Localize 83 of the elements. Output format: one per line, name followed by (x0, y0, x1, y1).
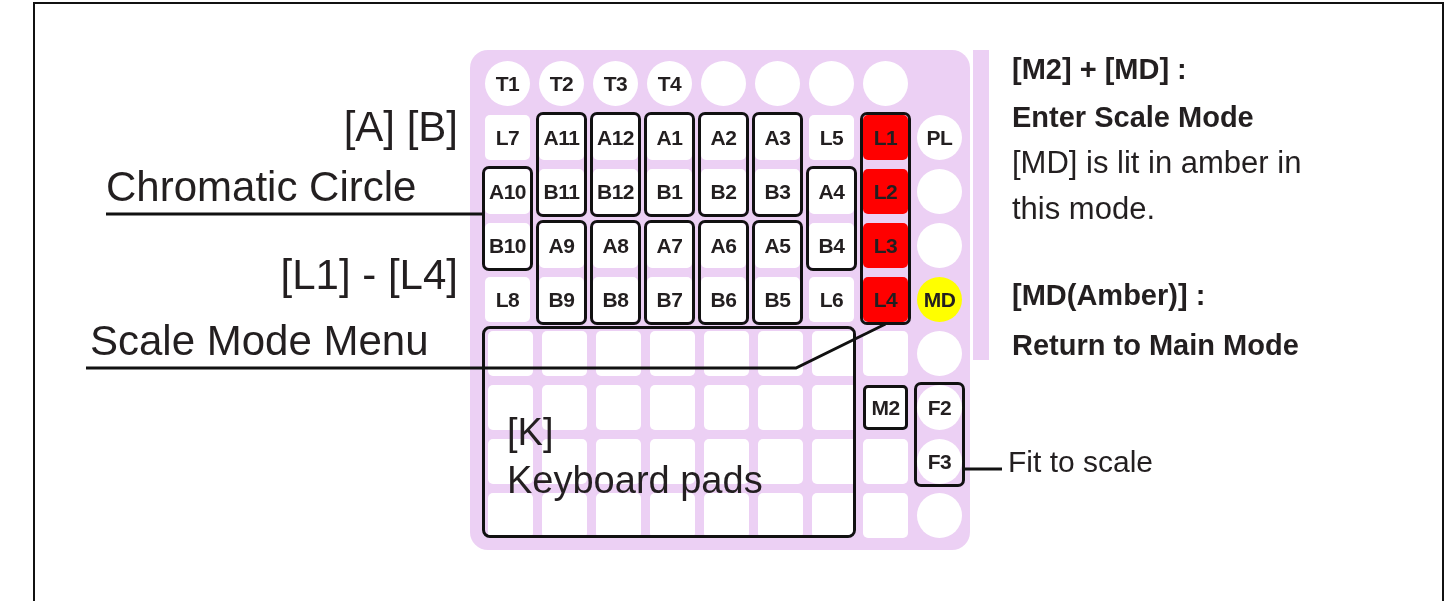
square-pad: M2 (863, 385, 908, 430)
square-pad: A5 (755, 223, 800, 268)
round-pad: MD (917, 277, 962, 322)
area-label: Keyboard pads (507, 461, 763, 499)
round-pad: F2 (917, 385, 962, 430)
group-outline (482, 166, 533, 271)
square-pad: B3 (755, 169, 800, 214)
square-pad: B10 (485, 223, 530, 268)
square-pad (863, 493, 908, 538)
group-outline (752, 112, 803, 217)
round-pad: T2 (539, 61, 584, 106)
leader-line (106, 212, 482, 216)
round-pad: PL (917, 115, 962, 160)
group-outline (536, 220, 587, 325)
square-pad: A1 (647, 115, 692, 160)
square-pad: A10 (485, 169, 530, 214)
square-pad: B12 (593, 169, 638, 214)
group-outline (590, 112, 641, 217)
square-pad: L1 (863, 115, 908, 160)
group-outline (644, 112, 695, 217)
callout-label: [A] [B] (343, 106, 458, 148)
leader-line (965, 467, 1002, 471)
square-pad: A7 (647, 223, 692, 268)
round-pad (917, 223, 962, 268)
square-pad: L7 (485, 115, 530, 160)
square-pad: B9 (539, 277, 584, 322)
round-pad (701, 61, 746, 106)
controller-panel (470, 50, 970, 550)
square-pad: L5 (809, 115, 854, 160)
square-pad: A4 (809, 169, 854, 214)
callout-label: [L1] - [L4] (280, 254, 458, 296)
round-pad (755, 61, 800, 106)
group-outline (698, 220, 749, 325)
note-text: [MD] is lit in amber in this mode. (1012, 144, 1303, 228)
square-pad: A2 (701, 115, 746, 160)
square-pad (863, 439, 908, 484)
square-pad: A3 (755, 115, 800, 160)
square-pad: B6 (701, 277, 746, 322)
note-text: [M2] + [MD] : (1012, 52, 1188, 87)
round-pad (917, 331, 962, 376)
group-outline (536, 112, 587, 217)
group-outline (698, 112, 749, 217)
group-outline (806, 166, 857, 271)
square-pad: A12 (593, 115, 638, 160)
round-pad: T1 (485, 61, 530, 106)
square-pad: L8 (485, 277, 530, 322)
square-pad: L2 (863, 169, 908, 214)
leader-line (86, 322, 887, 370)
round-pad (809, 61, 854, 106)
round-pad (917, 493, 962, 538)
note-text: [MD(Amber)] : (1012, 278, 1207, 313)
square-pad: A11 (539, 115, 584, 160)
square-pad: B8 (593, 277, 638, 322)
square-pad: B1 (647, 169, 692, 214)
square-pad: L4 (863, 277, 908, 322)
note-text: Enter Scale Mode (1012, 100, 1255, 135)
square-pad: L3 (863, 223, 908, 268)
square-pad: A8 (593, 223, 638, 268)
round-pad: T3 (593, 61, 638, 106)
square-pad: B4 (809, 223, 854, 268)
divider-bar (973, 50, 989, 360)
group-outline (644, 220, 695, 325)
group-outline (752, 220, 803, 325)
square-pad: B11 (539, 169, 584, 214)
square-pad: B5 (755, 277, 800, 322)
group-outline (914, 382, 965, 487)
square-pad (863, 331, 908, 376)
area-label: [K] (507, 413, 555, 451)
square-pad: B2 (701, 169, 746, 214)
note-text: Return to Main Mode (1012, 328, 1300, 363)
round-pad: T4 (647, 61, 692, 106)
group-outline (590, 220, 641, 325)
round-pad (863, 61, 908, 106)
square-pad: A6 (701, 223, 746, 268)
callout-label: Scale Mode Menu (89, 320, 429, 366)
callout-label: Fit to scale (1008, 442, 1208, 482)
round-pad (917, 169, 962, 214)
callout-label: Chromatic Circle (105, 166, 417, 212)
square-pad: A9 (539, 223, 584, 268)
round-pad: F3 (917, 439, 962, 484)
square-pad: B7 (647, 277, 692, 322)
group-outline (860, 112, 911, 325)
square-pad: L6 (809, 277, 854, 322)
